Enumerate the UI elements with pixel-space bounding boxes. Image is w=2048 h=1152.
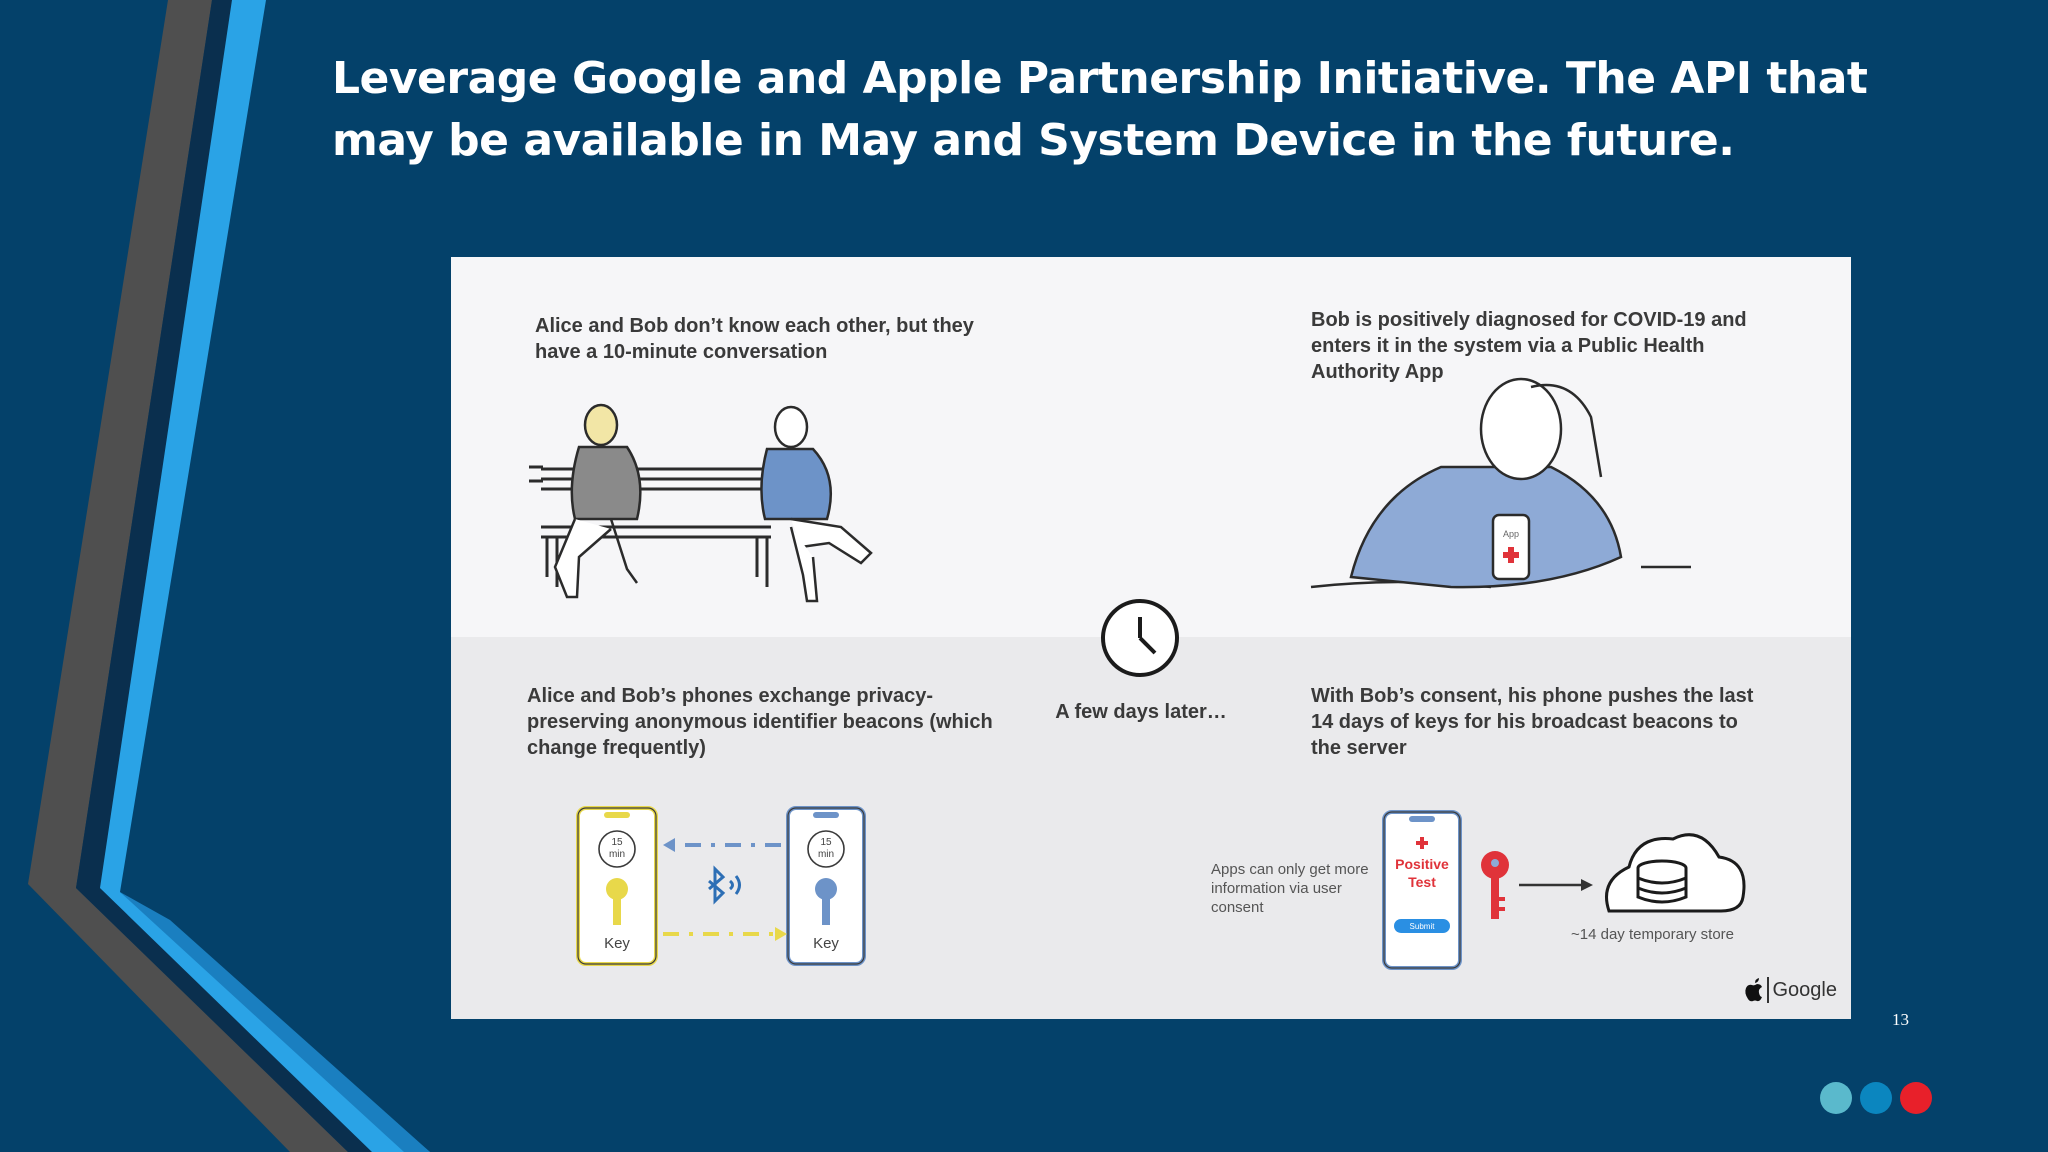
caption-beacon-exchange: Alice and Bob’s phones exchange privacy-… [527,685,993,759]
blue-stripe-lower [120,892,430,1152]
cloud-database-icon [1605,833,1746,913]
dark-stripe [76,0,372,1152]
clock-icon [1101,599,1179,677]
app-label: App [1503,529,1519,539]
bob-key-label: Key [813,935,839,952]
alice-phone-icon [576,806,658,966]
bob-diagnosed-illustration [1310,377,1691,589]
blue-stripe [100,0,430,1152]
beacon-arrow-to-bob [663,927,787,941]
positive-test-phone-icon [1382,810,1462,970]
alice-timer-unit: min [609,849,625,860]
bob-figure [760,405,873,603]
apple-logo-icon [1744,978,1762,1002]
consent-note: Apps can only get more information via u… [1211,861,1369,916]
exposure-notification-figure: Alice and Bob don’t know each other, but… [451,257,1851,1019]
alice-key-label: Key [604,935,630,952]
bob-timer-value: 15 [820,837,832,848]
blue-dot [1860,1082,1892,1114]
positive-test-line1: Positive [1395,856,1449,872]
caption-key-upload: With Bob’s consent, his phone pushes the… [1311,685,1754,759]
caption-few-days-later: A few days later… [1055,701,1227,723]
positive-test-line2: Test [1408,874,1436,890]
upload-arrow [1519,879,1593,891]
red-dot [1900,1082,1932,1114]
beacon-arrow-to-alice [663,838,781,852]
caption-diagnosis: Bob is positively diagnosed for COVID-19… [1311,309,1747,383]
page-number: 13 [1892,1010,1909,1029]
bob-timer-unit: min [818,849,834,860]
figure-top-panel [451,257,1851,637]
red-key-icon [1481,851,1509,919]
alice-timer-value: 15 [611,837,623,848]
caption-conversation: Alice and Bob don’t know each other, but… [535,315,974,363]
logo-separator [1766,977,1769,1003]
google-apple-logo: Google [1743,977,1838,1003]
google-wordmark: Google [1772,978,1838,1001]
store-note: ~14 day temporary store [1571,926,1735,943]
teal-dot [1820,1082,1852,1114]
alice-figure [553,403,642,599]
bluetooth-icon [708,865,741,905]
bob-phone-icon [786,806,866,966]
submit-button: Submit [1410,922,1436,931]
grey-stripe [28,0,348,1152]
figure-illustrations: App 15 min Key 15 min K [529,377,1746,970]
slide-title: Leverage Google and Apple Partnership In… [332,53,1868,166]
